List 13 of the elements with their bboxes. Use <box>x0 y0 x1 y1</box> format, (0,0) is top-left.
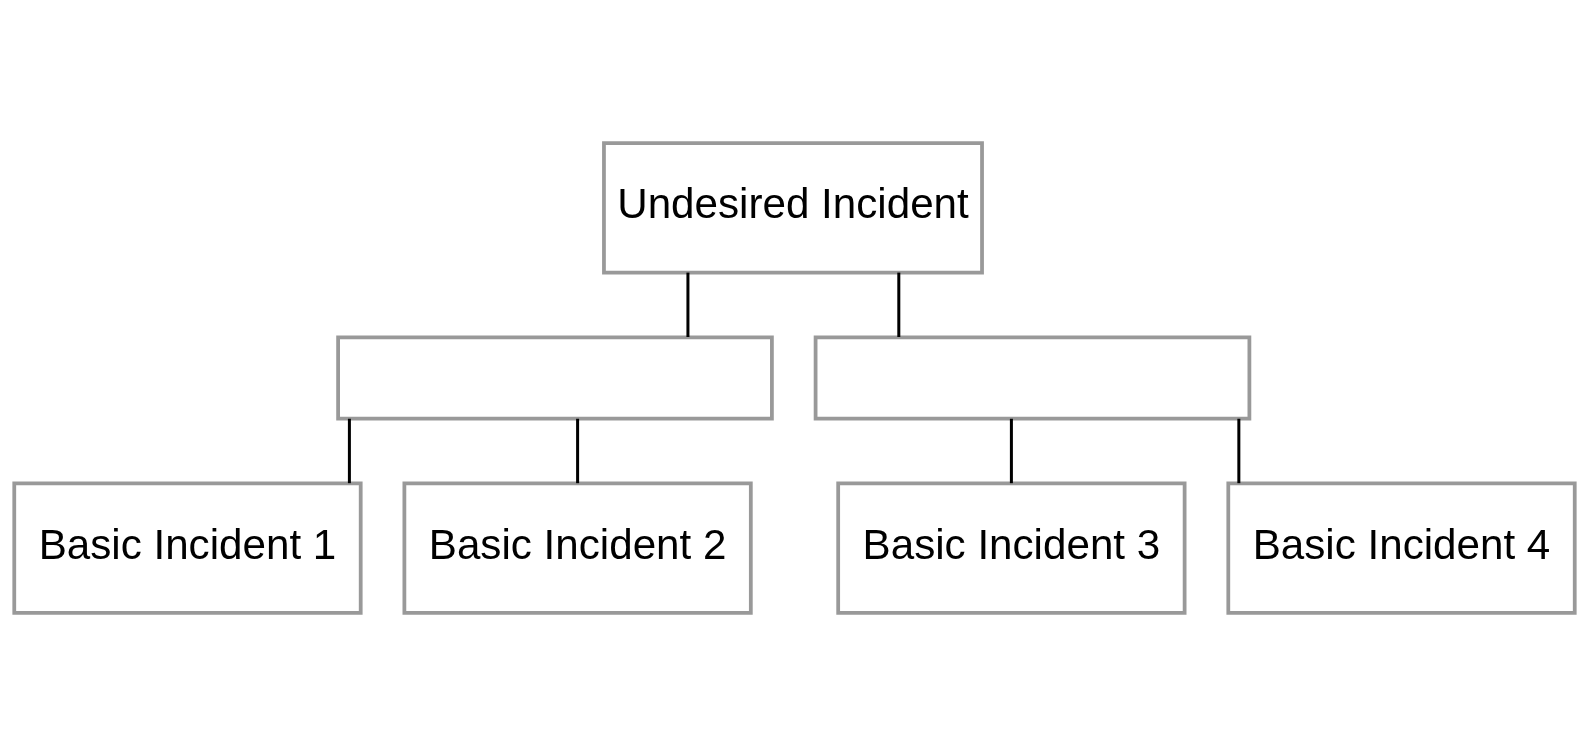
connector <box>1009 418 1013 483</box>
connector <box>347 418 351 483</box>
node-box: Basic Incident 3 <box>836 481 1187 615</box>
connector <box>576 418 580 483</box>
node-box: Basic Incident 1 <box>12 481 363 615</box>
connector <box>1237 418 1241 483</box>
node-box: Undesired Incident <box>602 140 984 274</box>
connector <box>897 272 901 337</box>
node-box: Basic Incident 4 <box>1226 481 1577 615</box>
node-box <box>336 334 774 421</box>
connector <box>686 272 690 337</box>
node-box: Basic Incident 2 <box>402 481 753 615</box>
node-box <box>813 334 1252 421</box>
